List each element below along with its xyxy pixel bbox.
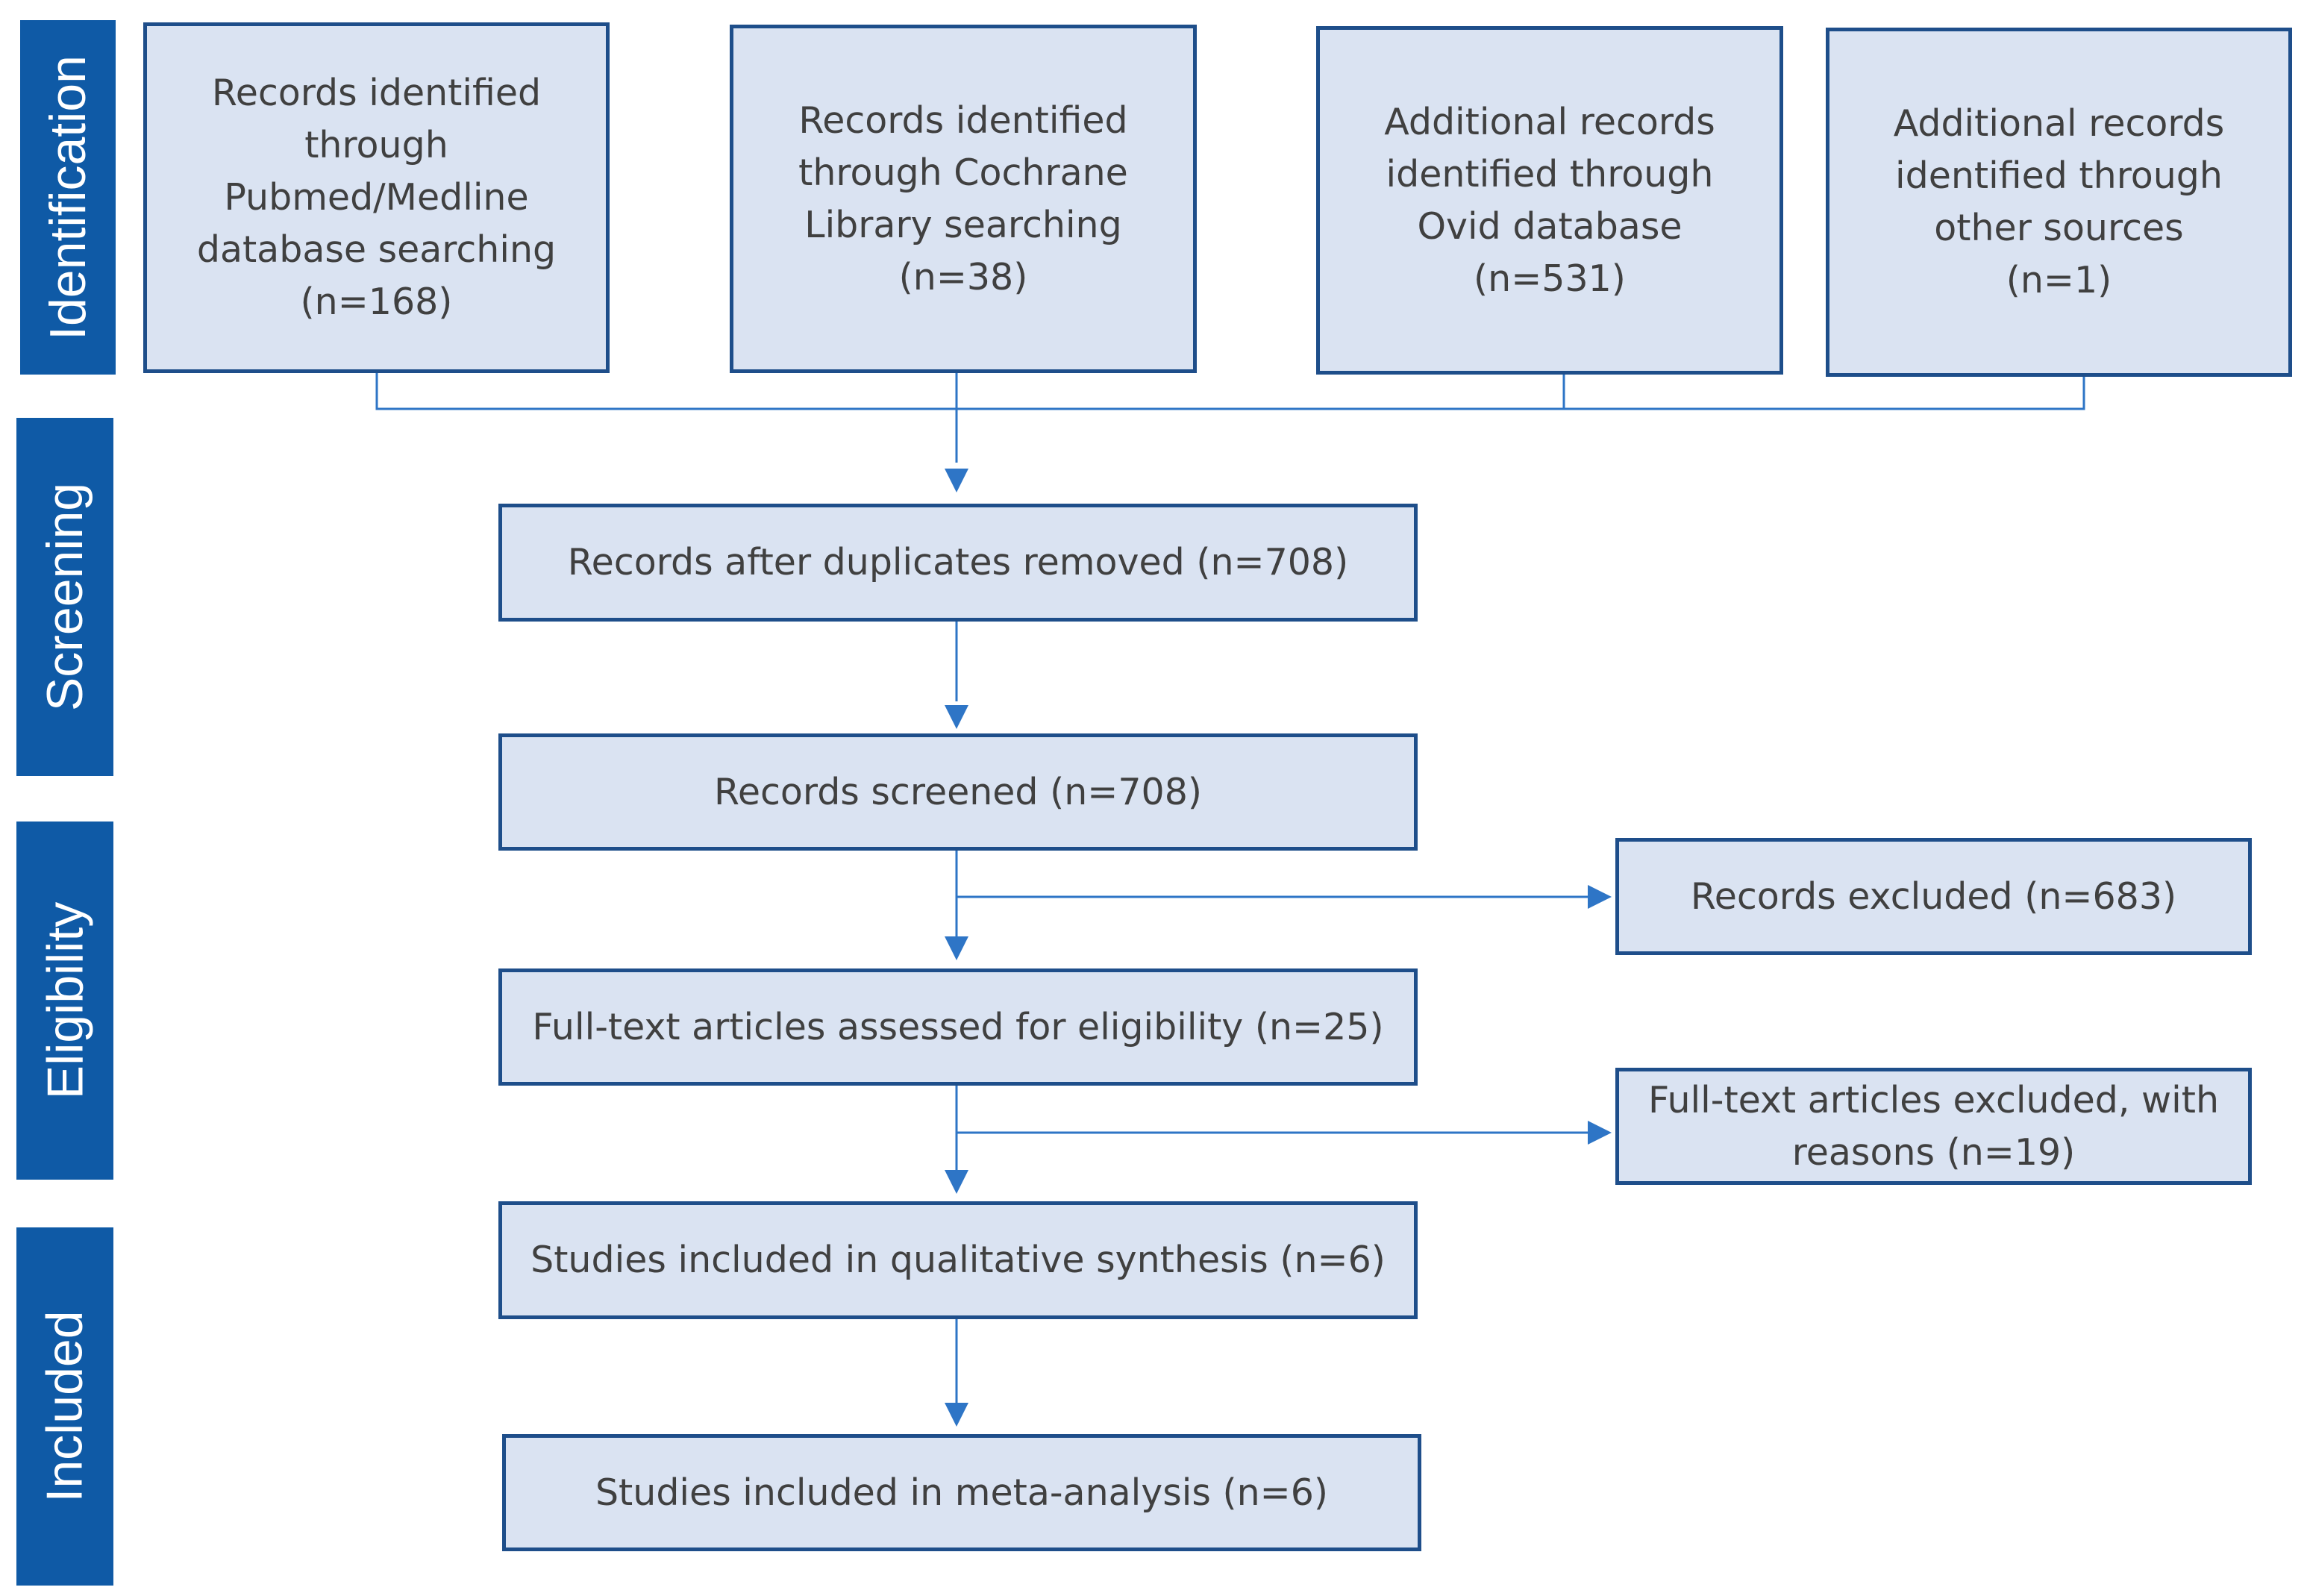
arrowhead-excluded: [1588, 885, 1612, 909]
box-records-excluded: Records excluded (n=683): [1615, 838, 2252, 955]
box-qualitative-synthesis-text: Studies included in qualitative synthesi…: [530, 1239, 1386, 1281]
box-cochrane-records-text: Records identified through Cochrane Libr…: [798, 98, 1128, 298]
arrowhead-dedup: [945, 469, 968, 492]
phase-eligibility: Eligibility: [16, 822, 113, 1180]
box-cochrane-records: Records identified through Cochrane Libr…: [730, 25, 1197, 373]
box-other-records-text: Additional records identified through ot…: [1893, 102, 2225, 301]
arrowhead-qualitative: [945, 1170, 968, 1194]
phase-included: Included: [16, 1227, 113, 1586]
box-ovid-records: Additional records identified through Ov…: [1316, 26, 1783, 375]
phase-identification: Identification: [20, 20, 116, 375]
box-meta-analysis-text: Studies included in meta-analysis (n=6): [595, 1471, 1329, 1514]
arrowhead-fulltext-excluded: [1588, 1121, 1612, 1145]
box-fulltext-excluded: Full-text articles excluded, with reason…: [1615, 1068, 2252, 1185]
arrowhead-fulltext: [945, 936, 968, 960]
box-meta-analysis: Studies included in meta-analysis (n=6): [502, 1434, 1421, 1551]
phase-eligibility-label: Eligibility: [37, 901, 93, 1100]
arrowhead-screened: [945, 705, 968, 729]
box-duplicates-removed-text: Records after duplicates removed (n=708): [567, 541, 1349, 583]
box-pubmed-records-text: Records identified through Pubmed/Medlin…: [196, 72, 557, 323]
box-other-records: Additional records identified through ot…: [1826, 28, 2292, 377]
phase-screening-label: Screening: [37, 482, 94, 712]
box-pubmed-records: Records identified through Pubmed/Medlin…: [143, 22, 610, 373]
box-ovid-records-text: Additional records identified through Ov…: [1384, 100, 1715, 300]
box-records-excluded-text: Records excluded (n=683): [1690, 874, 2177, 918]
box-fulltext-assessed-text: Full-text articles assessed for eligibil…: [532, 1005, 1384, 1048]
box-fulltext-excluded-text: Full-text articles excluded, with reason…: [1647, 1078, 2220, 1174]
phase-screening: Screening: [16, 418, 113, 776]
box-qualitative-synthesis: Studies included in qualitative synthesi…: [498, 1201, 1418, 1319]
phase-identification-label: Identification: [40, 54, 96, 340]
box-fulltext-assessed: Full-text articles assessed for eligibil…: [498, 968, 1418, 1086]
box-records-screened-text: Records screened (n=708): [714, 770, 1202, 813]
box-records-screened: Records screened (n=708): [498, 733, 1418, 851]
merge-connector: [375, 373, 2085, 410]
phase-included-label: Included: [37, 1310, 93, 1503]
arrowhead-meta: [945, 1403, 968, 1427]
box-duplicates-removed: Records after duplicates removed (n=708): [498, 504, 1418, 622]
